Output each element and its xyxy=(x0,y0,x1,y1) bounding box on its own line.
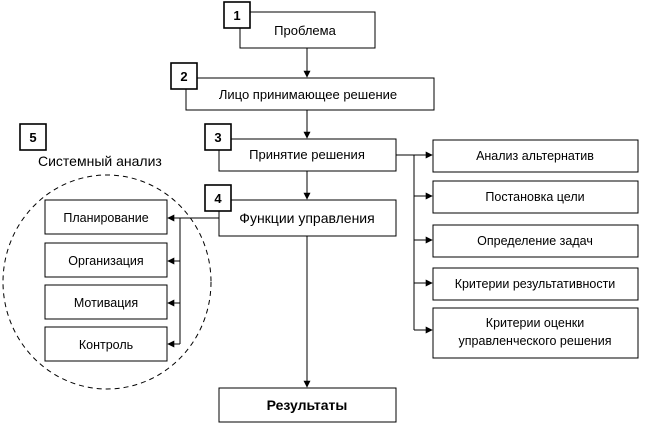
management-functions-block: Функции управления 4 xyxy=(204,184,397,237)
system-analysis-group: 5 Системный анализ xyxy=(2,123,212,390)
step-label: Анализ альтернатив xyxy=(476,149,594,163)
block-number-3: 3 xyxy=(214,130,221,145)
step-goal-setting: Постановка цели xyxy=(432,180,639,214)
step-task-definition: Определение задач xyxy=(432,224,639,258)
function-item-control: Контроль xyxy=(44,326,168,362)
system-analysis-label: Системный анализ xyxy=(38,153,162,169)
function-label: Организация xyxy=(68,254,143,268)
problem-block: Проблема 1 xyxy=(223,1,376,49)
function-item-motivation: Мотивация xyxy=(44,284,168,320)
step-alternatives: Анализ альтернатив xyxy=(432,139,639,173)
function-label: Контроль xyxy=(79,338,133,352)
step-label: Определение задач xyxy=(477,234,593,248)
problem-label: Проблема xyxy=(274,23,336,38)
step-label: Критерии результативности xyxy=(455,277,616,291)
function-label: Мотивация xyxy=(74,296,138,310)
system-analysis-circle xyxy=(2,174,212,390)
function-label: Планирование xyxy=(63,211,148,225)
step-evaluation-criteria: Критерии оценки управленческого решения xyxy=(432,307,639,359)
function-item-organization: Организация xyxy=(44,242,168,278)
management-functions-label: Функции управления xyxy=(239,210,374,226)
decision-maker-label: Лицо принимающее решение xyxy=(219,87,397,102)
results-label: Результаты xyxy=(267,397,348,413)
function-item-planning: Планирование xyxy=(44,199,168,235)
decision-making-block: Принятие решения 3 xyxy=(204,123,397,172)
step-label-line1: Критерии оценки xyxy=(486,316,584,330)
decision-making-label: Принятие решения xyxy=(249,147,365,162)
results-block: Результаты xyxy=(218,387,397,423)
step-effectiveness-criteria: Критерии результативности xyxy=(432,267,639,301)
block-number-2: 2 xyxy=(180,69,187,84)
block-number-1: 1 xyxy=(233,8,240,23)
block-number-4: 4 xyxy=(214,191,222,206)
step-label-line2: управленческого решения xyxy=(459,334,612,348)
decision-maker-block: Лицо принимающее решение 2 xyxy=(170,62,435,111)
block-number-5: 5 xyxy=(29,130,36,145)
step-label: Постановка цели xyxy=(485,190,584,204)
